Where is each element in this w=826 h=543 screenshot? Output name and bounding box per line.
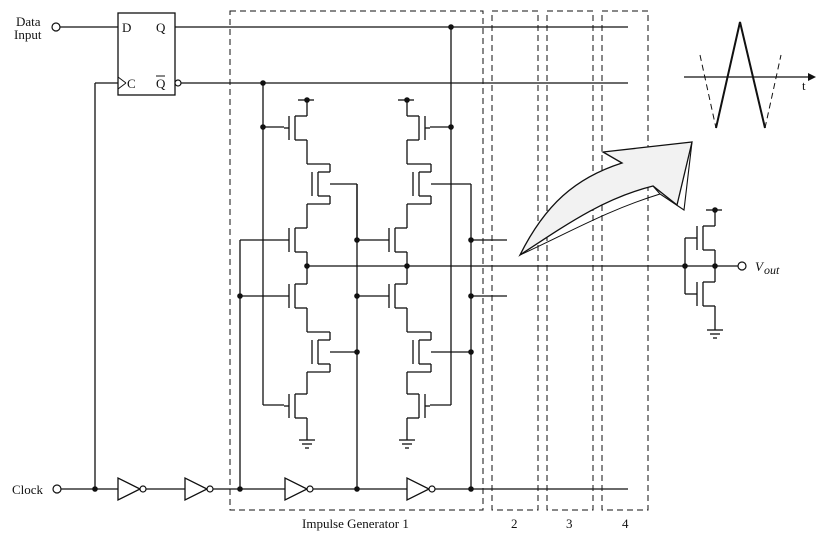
- vout-subscript: out: [764, 263, 780, 277]
- impulse-generator-right-stack: [354, 24, 507, 489]
- impulse-generator-left-stack: [237, 80, 360, 489]
- time-axis-label: t: [802, 78, 806, 93]
- clock-inverter-2: [184, 476, 214, 502]
- generator-2-box: [491, 10, 539, 511]
- ff-q-label: Q: [156, 20, 166, 35]
- clock-inverter-1: [117, 476, 147, 502]
- summation-arrow: [518, 141, 693, 257]
- impulse-generator-1-box: [229, 10, 484, 511]
- clock-label: Clock: [12, 482, 44, 497]
- data-input-label: Data: [16, 14, 41, 29]
- waveform-inset: [684, 21, 816, 129]
- flip-flop: [117, 12, 182, 96]
- clock-inverter-4: [406, 476, 436, 502]
- impulse-generator-label: Impulse Generator 1: [302, 516, 409, 531]
- generator-2-label: 2: [511, 516, 518, 531]
- data-input-terminal: [51, 22, 118, 32]
- output-stage: [682, 207, 747, 339]
- data-input-label-2: Input: [14, 27, 42, 42]
- clock-inverter-3: [284, 476, 314, 502]
- clock-terminal: [52, 484, 62, 494]
- generator-4-box: [601, 10, 649, 511]
- generator-3-box: [546, 10, 594, 511]
- ff-qbar-label: Q: [156, 76, 166, 91]
- vout-label: V: [755, 259, 765, 274]
- ff-c-label: C: [127, 76, 136, 91]
- generator-4-label: 4: [622, 516, 629, 531]
- generator-3-label: 3: [566, 516, 573, 531]
- ff-d-label: D: [122, 20, 131, 35]
